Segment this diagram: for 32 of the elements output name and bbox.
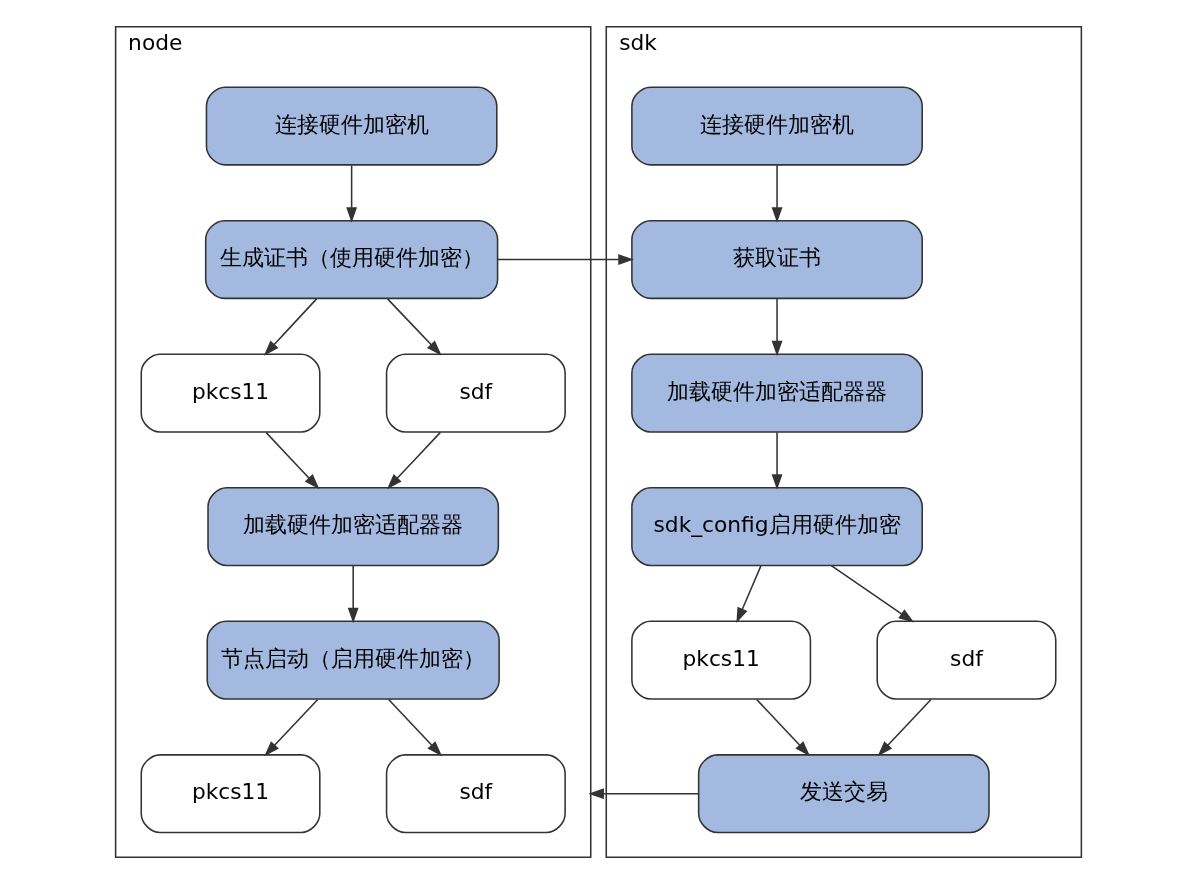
arrow: [771, 298, 782, 357]
node-box: sdf: [385, 754, 566, 834]
arrow: [387, 698, 442, 757]
node-box: 连接硬件加密机: [630, 86, 923, 166]
arrow: [386, 298, 442, 356]
arrow: [263, 298, 317, 356]
arrow: [263, 698, 318, 757]
arrow: [386, 431, 441, 490]
arrow: [587, 788, 699, 800]
node-box: sdf: [875, 620, 1057, 700]
node-box: pkcs11: [139, 754, 321, 834]
arrow: [771, 431, 782, 490]
node-box: 获取证书: [630, 219, 923, 300]
node-box: sdf: [385, 353, 566, 433]
node-box: 节点启动（启用硬件加密）: [205, 620, 500, 700]
node-box: pkcs11: [630, 620, 811, 700]
arrow: [735, 565, 762, 624]
arrow: [771, 164, 782, 223]
node-box: 加载硬件加密适配器器: [206, 487, 499, 567]
node-box: pkcs11: [139, 353, 321, 433]
arrow: [496, 254, 634, 265]
arrow: [830, 564, 914, 623]
node-box: 加载硬件加密适配器器: [630, 353, 923, 433]
arrow: [755, 698, 810, 757]
node-box: 发送交易: [697, 754, 990, 834]
arrow: [877, 698, 932, 757]
node-box: 连接硬件加密机: [205, 86, 498, 166]
arrow: [345, 164, 357, 223]
arrow: [347, 565, 359, 624]
node-box: sdk_config启用硬件加密: [630, 487, 923, 567]
node-box: 生成证书（使用硬件加密）: [204, 219, 498, 300]
arrow: [264, 431, 319, 490]
